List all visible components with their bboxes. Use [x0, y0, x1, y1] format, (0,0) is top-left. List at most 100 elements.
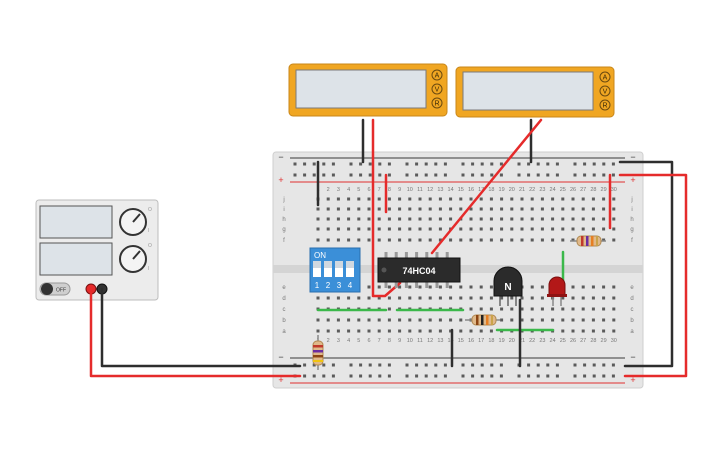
column-label: 14 — [448, 338, 454, 344]
ic-chip[interactable]: 74HC04 — [377, 252, 461, 288]
row-label: d — [282, 296, 285, 302]
row-label: j — [630, 197, 632, 203]
column-label: 12 — [427, 338, 433, 344]
dip-switch-label-4: 4 — [348, 281, 353, 290]
column-label: 29 — [601, 187, 607, 193]
resistor-1[interactable] — [570, 235, 606, 247]
column-label: 15 — [458, 338, 464, 344]
ic-chip-label: 74HC04 — [402, 266, 435, 276]
multimeter-2-button-a[interactable]: A — [599, 71, 611, 83]
column-label: 20 — [509, 338, 515, 344]
ic-pin — [445, 281, 449, 288]
knob-top-mark-a: O — [148, 207, 152, 213]
multimeter-2-display — [462, 71, 594, 111]
power-supply-display-bottom — [39, 242, 113, 276]
dip-switch-on-label: ON — [314, 251, 326, 260]
column-label: 14 — [448, 187, 454, 193]
column-label: 11 — [417, 338, 423, 344]
row-label: f — [631, 238, 633, 244]
column-label: 7 — [378, 338, 381, 344]
power-supply-knob-bottom[interactable] — [119, 245, 147, 273]
ic-pin — [404, 252, 408, 259]
resistor-3[interactable] — [312, 335, 324, 370]
rail-sign: − — [278, 152, 283, 162]
column-label: 11 — [417, 187, 423, 193]
wire-meter2-red — [430, 118, 543, 255]
column-label: 5 — [357, 187, 360, 193]
rail-sign: + — [630, 375, 635, 385]
row-label: g — [630, 227, 633, 233]
wire-meter1-red — [371, 118, 402, 298]
rail-sign: + — [278, 175, 283, 185]
row-label: f — [283, 238, 285, 244]
column-label: 8 — [388, 338, 391, 344]
column-label: 6 — [367, 187, 370, 193]
column-label: 2 — [327, 338, 330, 344]
svg-text:R: R — [602, 103, 607, 110]
column-label: 4 — [347, 187, 350, 193]
column-label: 27 — [580, 187, 586, 193]
row-label: i — [283, 207, 284, 213]
column-label: 3 — [337, 338, 340, 344]
dip-switch-label-2: 2 — [326, 281, 331, 290]
resistor-2[interactable] — [465, 314, 500, 326]
column-label: 19 — [499, 187, 505, 193]
rail-sign: − — [630, 352, 635, 362]
wire-rail-red-right — [618, 173, 688, 378]
row-label: a — [282, 329, 286, 335]
ic-pin — [425, 281, 429, 288]
multimeter-1-display — [295, 69, 427, 109]
multimeter-1[interactable]: A V R — [288, 63, 448, 117]
rail-sign: − — [630, 152, 635, 162]
column-label: 18 — [488, 338, 494, 344]
column-label: 26 — [570, 338, 576, 344]
dip-switch[interactable]: ON 1 2 3 4 — [309, 247, 361, 293]
column-label: 16 — [468, 338, 474, 344]
multimeter-2-button-v[interactable]: V — [599, 85, 611, 97]
power-supply-knob-top[interactable] — [119, 208, 147, 236]
column-label: 22 — [529, 338, 535, 344]
power-supply-display-top — [39, 205, 113, 239]
column-label: 17 — [478, 187, 484, 193]
multimeter-1-button-r[interactable]: R — [431, 97, 443, 109]
multimeter-2[interactable]: A V R — [455, 66, 615, 118]
svg-text:V: V — [603, 89, 608, 96]
column-label: 17 — [478, 338, 484, 344]
power-supply[interactable]: O I O I OFF — [35, 199, 159, 301]
multimeter-2-button-r[interactable]: R — [599, 99, 611, 111]
column-label: 23 — [539, 338, 545, 344]
column-label: 2 — [327, 187, 330, 193]
multimeter-1-button-a[interactable]: A — [431, 69, 443, 81]
column-label: 24 — [550, 338, 556, 344]
dip-switch-toggle-1[interactable] — [313, 261, 321, 277]
row-label: b — [630, 318, 634, 324]
column-label: 5 — [357, 338, 360, 344]
column-label: 13 — [437, 187, 443, 193]
knob-top-mark-b: I — [148, 228, 149, 234]
row-label: b — [282, 318, 286, 324]
ic-pin — [415, 252, 419, 259]
led[interactable] — [547, 276, 567, 306]
transistor-label: N — [504, 282, 511, 293]
column-label: 23 — [539, 187, 545, 193]
row-label: e — [630, 285, 634, 291]
dip-switch-toggle-2[interactable] — [324, 261, 332, 277]
row-label: c — [283, 307, 286, 313]
ic-pin — [384, 252, 388, 259]
column-label: 9 — [398, 187, 401, 193]
ic-pin — [445, 252, 449, 259]
column-label: 24 — [550, 187, 556, 193]
dip-switch-toggle-3[interactable] — [335, 261, 343, 277]
column-label: 7 — [378, 187, 381, 193]
column-label: 9 — [398, 338, 401, 344]
column-label: 10 — [407, 187, 413, 193]
power-supply-switch[interactable]: OFF — [39, 282, 71, 296]
dip-switch-toggle-4[interactable] — [346, 261, 354, 277]
column-label: 6 — [367, 338, 370, 344]
wires[interactable] — [89, 118, 688, 378]
row-label: d — [630, 296, 633, 302]
transistor[interactable]: N — [493, 266, 523, 306]
multimeter-1-button-v[interactable]: V — [431, 83, 443, 95]
